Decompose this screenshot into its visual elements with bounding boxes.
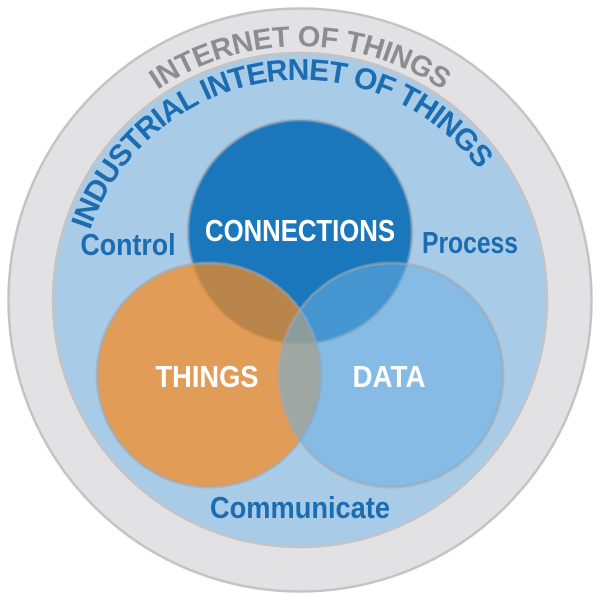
process-label: Process bbox=[422, 225, 518, 260]
control-label: Control bbox=[81, 227, 176, 262]
venn-data-circle bbox=[277, 261, 505, 489]
connections-label: CONNECTIONS bbox=[205, 213, 395, 248]
communicate-label: Communicate bbox=[210, 490, 390, 525]
venn-group bbox=[95, 118, 505, 489]
things-label: THINGS bbox=[156, 359, 259, 394]
data-label: DATA bbox=[353, 359, 426, 394]
